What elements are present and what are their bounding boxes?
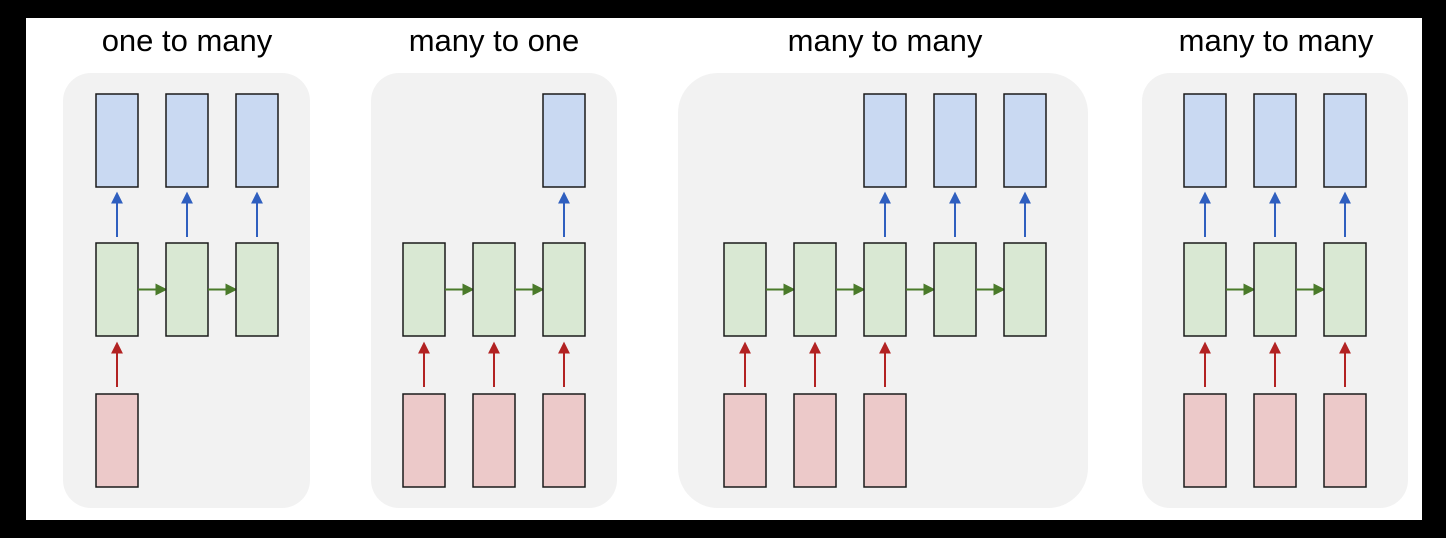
title-one-to-many: one to many <box>102 23 273 58</box>
hidden-state-box <box>165 242 209 337</box>
hidden-state-box <box>723 242 767 337</box>
diagram-one-to-many <box>63 73 310 508</box>
input-box <box>1323 393 1367 488</box>
input-box <box>863 393 907 488</box>
output-box <box>95 93 139 188</box>
input-box <box>723 393 767 488</box>
input-box <box>1183 393 1227 488</box>
output-box <box>1253 93 1297 188</box>
hidden-state-box <box>1183 242 1227 337</box>
input-box <box>95 393 139 488</box>
input-box <box>542 393 586 488</box>
hidden-state-box <box>933 242 977 337</box>
hidden-state-box <box>1323 242 1367 337</box>
panels-layer <box>63 73 1408 508</box>
output-box <box>933 93 977 188</box>
rnn-sequence-diagram: one to many many to one many to many man… <box>63 23 1408 508</box>
title-many-to-one: many to one <box>409 23 580 58</box>
hidden-state-box <box>793 242 837 337</box>
hidden-state-box <box>472 242 516 337</box>
input-box <box>1253 393 1297 488</box>
output-box <box>235 93 279 188</box>
diagram-many-to-many-synced <box>1142 73 1408 508</box>
hidden-state-box <box>235 242 279 337</box>
figure-frame: one to many many to one many to many man… <box>26 18 1422 520</box>
title-many-to-many-delayed: many to many <box>788 23 983 58</box>
input-box <box>402 393 446 488</box>
output-box <box>1323 93 1367 188</box>
hidden-state-box <box>95 242 139 337</box>
hidden-state-box <box>542 242 586 337</box>
output-box <box>863 93 907 188</box>
diagram-many-to-many-delayed <box>678 73 1088 508</box>
hidden-state-box <box>1003 242 1047 337</box>
hidden-state-box <box>863 242 907 337</box>
input-box <box>472 393 516 488</box>
input-box <box>793 393 837 488</box>
diagram-many-to-one <box>371 73 617 508</box>
output-box <box>165 93 209 188</box>
output-box <box>1003 93 1047 188</box>
output-box <box>1183 93 1227 188</box>
output-box <box>542 93 586 188</box>
hidden-state-box <box>1253 242 1297 337</box>
hidden-state-box <box>402 242 446 337</box>
title-many-to-many-synced: many to many <box>1179 23 1374 58</box>
